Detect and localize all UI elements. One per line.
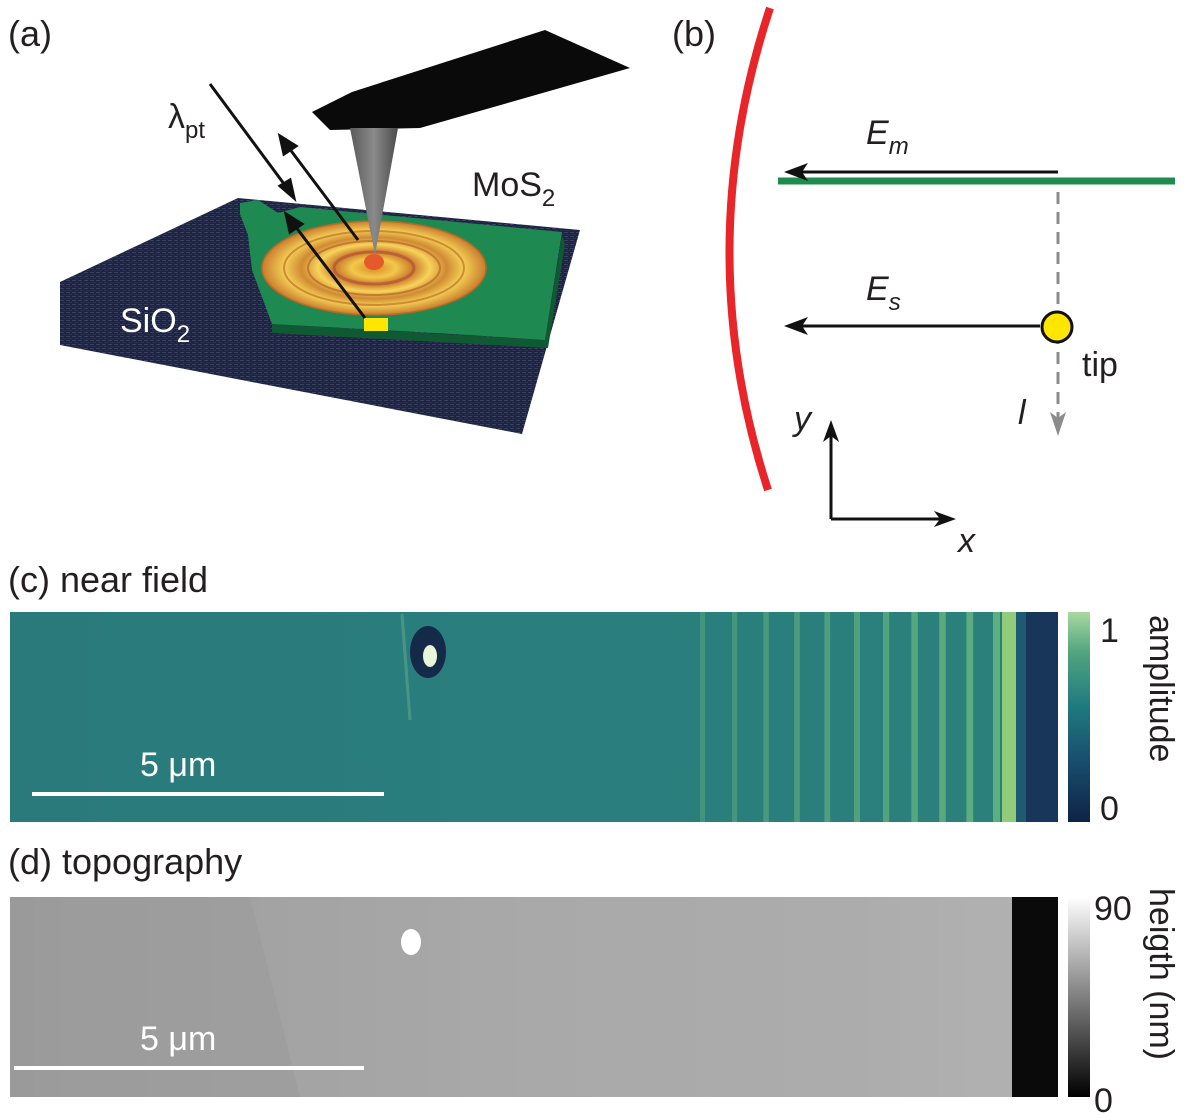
- es-label: Es: [866, 270, 901, 316]
- incident-arrowhead: [277, 177, 297, 203]
- beam-arrows: [208, 83, 367, 319]
- x-axis-arrowhead: [934, 511, 956, 527]
- amplitude-colorbar: [1068, 612, 1090, 822]
- fringe-line: [854, 612, 860, 822]
- panel-d-title: (d) topography: [8, 841, 242, 882]
- panel-d: (d) topography 5 μm 90 0 heigth (nm): [8, 841, 1180, 1120]
- amplitude-max-label: 1: [1100, 612, 1119, 650]
- edge-scattered-arrowhead: [283, 210, 305, 235]
- panel-a: (a) λpt MoS2 SiO2: [8, 13, 630, 434]
- probe-tip: [350, 128, 398, 255]
- height-colorbar: [1068, 897, 1090, 1097]
- edge-bright-fringe: [1002, 612, 1016, 822]
- substrate-edge-transition: [1016, 612, 1026, 822]
- fringe-line: [993, 612, 1000, 822]
- l-label: l: [1018, 394, 1027, 432]
- tip-scattered-beam: [284, 143, 360, 241]
- tip-scattered-arrowhead: [277, 132, 299, 157]
- panel-b: (b) Em Es l tip y x: [672, 6, 1175, 560]
- topography-particle: [401, 929, 421, 955]
- lambda-label: λpt: [168, 98, 205, 144]
- incident-beam: [208, 83, 292, 193]
- y-axis-label: y: [792, 400, 813, 438]
- fringe-line: [966, 612, 974, 822]
- fringe-line: [911, 612, 918, 822]
- fringe-line: [794, 612, 800, 822]
- fringe-line: [700, 612, 705, 822]
- edge-scattered-beam: [290, 221, 367, 319]
- l-arrowhead: [1050, 412, 1066, 436]
- panel-b-label: (b): [672, 13, 716, 54]
- height-max-label: 90: [1094, 890, 1132, 928]
- fringe-line: [939, 612, 946, 822]
- panel-a-label: (a): [8, 13, 52, 54]
- em-arrowhead: [784, 163, 808, 181]
- fringe-line: [732, 612, 738, 822]
- topography-image: [10, 897, 1058, 1097]
- amplitude-min-label: 0: [1100, 790, 1119, 828]
- near-field-image: [10, 612, 1058, 822]
- parabolic-mirror: [725, 6, 774, 492]
- amplitude-axis-title: amplitude: [1142, 615, 1180, 762]
- panel-c: (c) near field 5 μm 1 0 amplitude: [8, 559, 1180, 828]
- substrate-dark-strip: [1024, 612, 1058, 822]
- topography-shading: [10, 897, 300, 1097]
- es-arrowhead: [784, 317, 808, 335]
- mos2-label: MoS2: [472, 166, 555, 212]
- fringe-line: [824, 612, 831, 822]
- defect-bright-spot: [423, 645, 437, 667]
- cantilever: [312, 30, 630, 130]
- ring-inner: [332, 250, 416, 286]
- sio2-label: SiO2: [120, 302, 190, 348]
- fringe-line: [883, 612, 890, 822]
- defect-fringe: [400, 613, 412, 721]
- edge-marker: [364, 318, 388, 331]
- near-field-fringes: [700, 612, 1000, 822]
- panel-c-title: (c) near field: [8, 559, 208, 600]
- tip-marker: [1040, 310, 1074, 344]
- height-min-label: 0: [1094, 1082, 1113, 1120]
- em-label: Em: [866, 114, 909, 160]
- nf-scalebar-label: 5 μm: [140, 746, 216, 784]
- tip-hotspot: [364, 254, 384, 270]
- fringe-line: [763, 612, 769, 822]
- topography-dark-step: [1012, 897, 1058, 1097]
- x-axis-label: x: [956, 522, 976, 560]
- y-axis-arrowhead: [823, 420, 839, 442]
- height-axis-title: heigth (nm): [1142, 888, 1180, 1060]
- tip-label: tip: [1082, 346, 1118, 384]
- topo-scalebar-label: 5 μm: [140, 1020, 216, 1058]
